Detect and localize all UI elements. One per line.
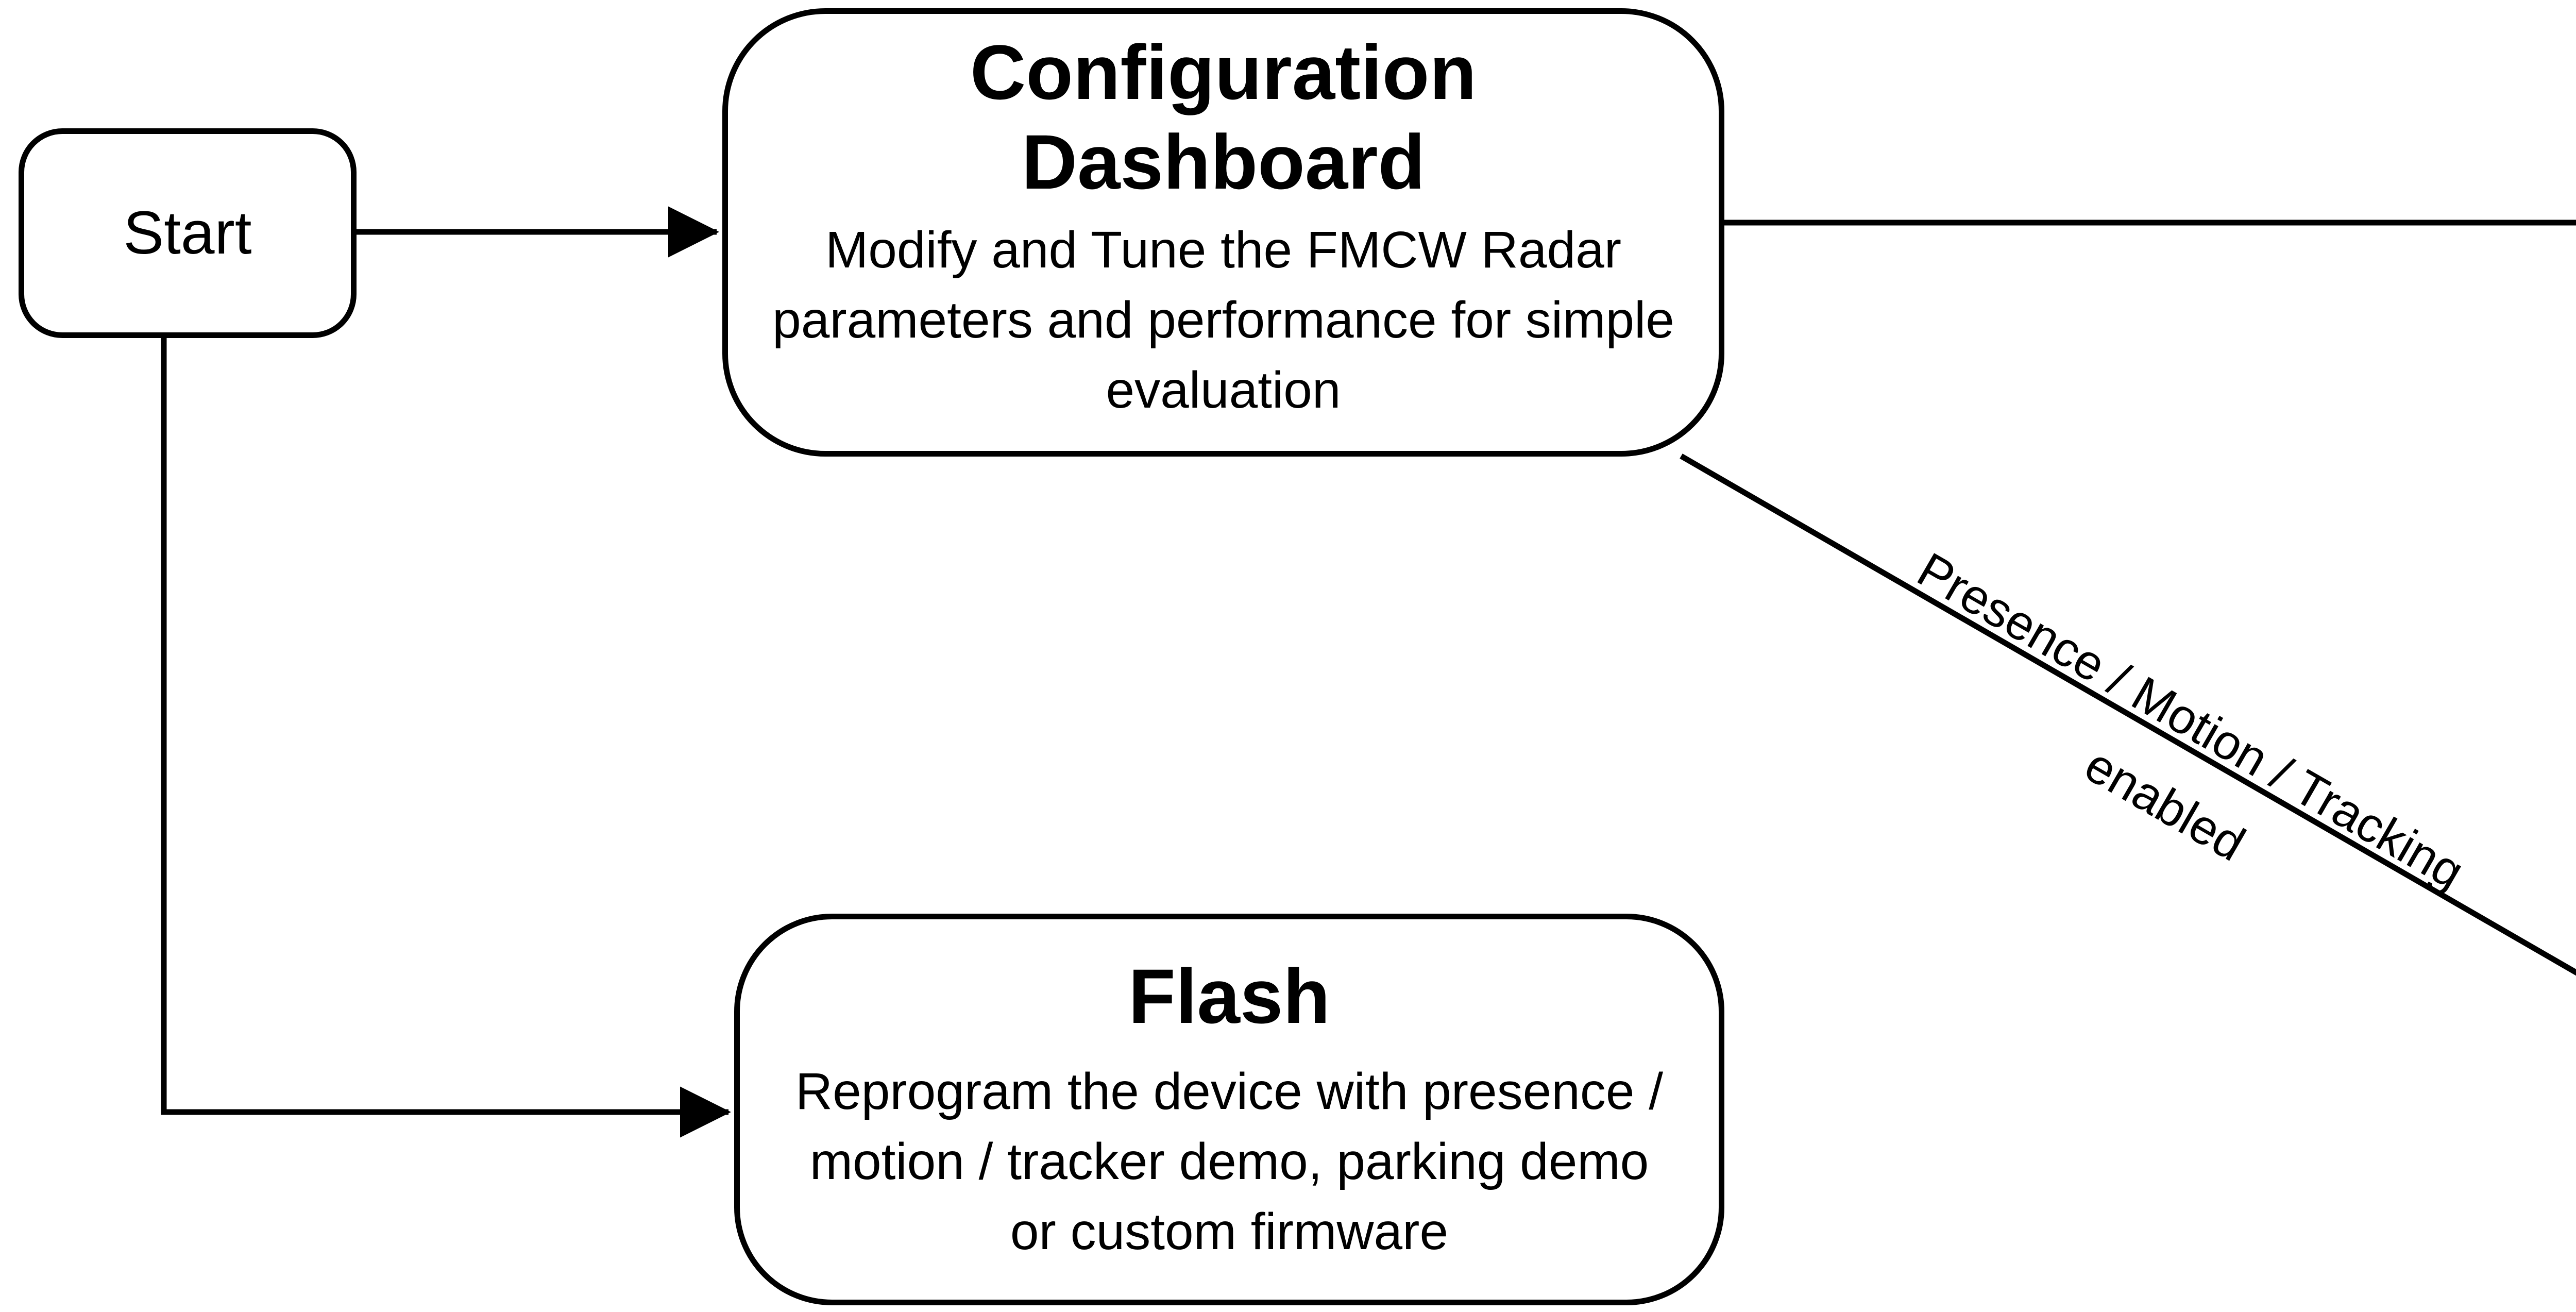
node-start: Start <box>19 128 357 338</box>
body-line: evaluation <box>1106 361 1341 419</box>
title-line: Start <box>123 199 252 267</box>
body-line: parameters and performance for simple <box>772 291 1674 349</box>
body-line: or custom firmware <box>1010 1203 1449 1260</box>
flash-description: Reprogram the device with presence / mot… <box>795 1056 1663 1267</box>
body-line: Modify and Tune the FMCW Radar <box>825 221 1622 279</box>
arrow-config-to-tracking <box>1680 453 2576 976</box>
config-title: Configuration Dashboard <box>970 27 1477 207</box>
node-configuration-dashboard: Configuration Dashboard Modify and Tune … <box>722 8 1724 457</box>
title-line: Flash <box>1128 953 1330 1039</box>
title-line: Configuration <box>970 29 1477 115</box>
config-description: Modify and Tune the FMCW Radar parameter… <box>772 215 1674 425</box>
arrow-start-to-flash <box>161 335 731 1138</box>
start-title: Start <box>123 198 251 268</box>
body-line: motion / tracker demo, parking demo <box>809 1133 1649 1190</box>
body-line: Reprogram the device with presence / <box>795 1063 1664 1120</box>
node-flash: Flash Reprogram the device with presence… <box>734 914 1724 1305</box>
title-line: Dashboard <box>1021 119 1426 205</box>
flash-title: Flash <box>1128 951 1330 1041</box>
